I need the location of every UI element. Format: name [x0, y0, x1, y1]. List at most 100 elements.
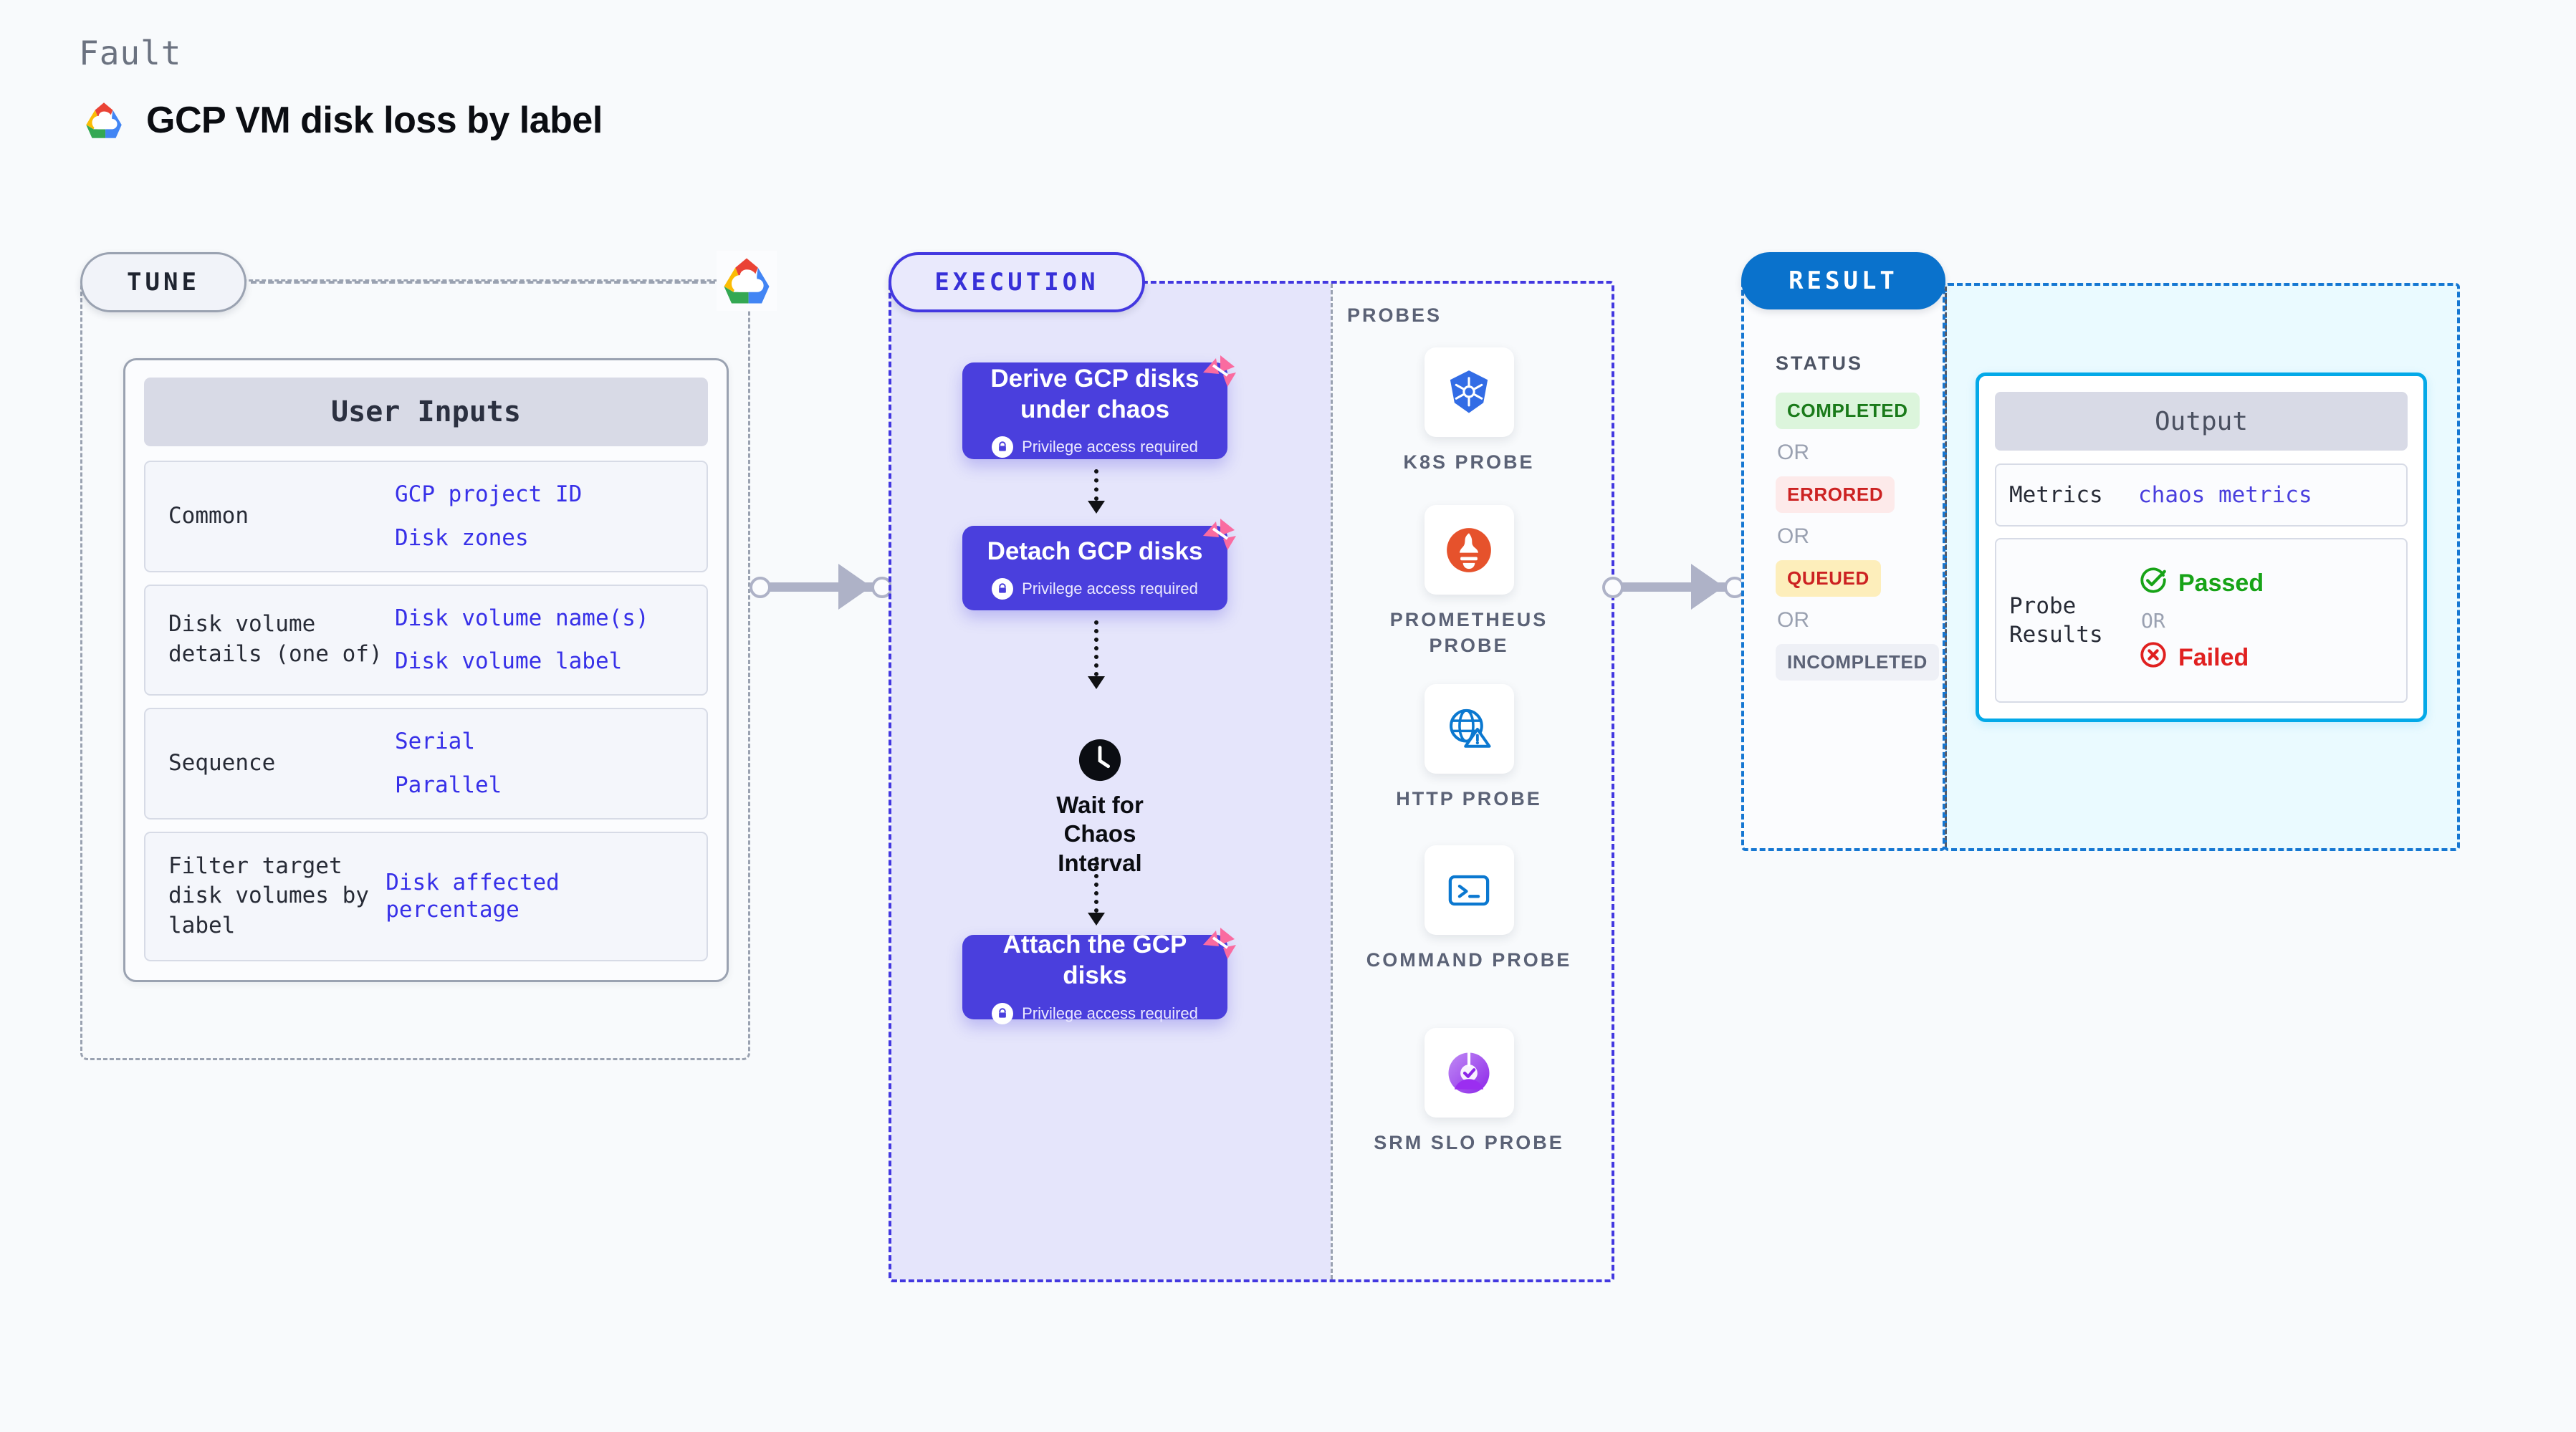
connector-execution-to-result — [1602, 561, 1746, 611]
page-title: GCP VM disk loss by label — [146, 100, 603, 141]
probe-label: HTTP PROBE — [1396, 788, 1542, 809]
probe-result-passed: Passed — [2138, 565, 2264, 602]
execution-step-card[interactable]: Detach GCP disks Privilege access requir… — [962, 519, 1236, 610]
user-input-value[interactable]: GCP project ID — [395, 481, 583, 507]
flow-arrow — [1088, 469, 1105, 514]
kubernetes-icon — [1424, 347, 1514, 437]
status-or-label: OR — [1777, 524, 1809, 548]
user-input-row[interactable]: Filter target disk volumes by label Disk… — [144, 831, 708, 962]
lock-icon — [992, 578, 1014, 600]
output-card: Output Metrics chaos metrics Probe Resul… — [1976, 373, 2427, 723]
status-list: COMPLETED OR ERRORED OR QUEUED OR INCOMP… — [1776, 393, 1940, 681]
execution-step-title: Detach GCP disks — [987, 537, 1203, 565]
status-section-title: STATUS — [1776, 352, 1863, 374]
gcp-logo-icon — [80, 97, 128, 144]
user-input-row[interactable]: Disk volume details (one of) Disk volume… — [144, 584, 708, 696]
user-input-values: GCP project ID Disk zones — [395, 481, 582, 552]
privilege-note: Privilege access required — [992, 436, 1198, 458]
status-or-label: OR — [1777, 608, 1809, 632]
connector-tune-to-execution — [750, 561, 893, 611]
probes-section-title: PROBES — [1347, 304, 1442, 326]
user-inputs-card: User Inputs Common GCP project ID Disk z… — [123, 358, 729, 983]
user-input-value[interactable]: Serial — [395, 729, 475, 754]
user-input-value[interactable]: Disk affected percentage — [386, 869, 560, 923]
wait-node-label: Wait for Chaos Interval — [1056, 792, 1144, 876]
chaos-badge-icon — [1199, 923, 1239, 964]
user-input-label: Filter target disk volumes by label — [168, 852, 369, 939]
user-input-label: Common — [168, 502, 249, 529]
status-badge: ERRORED — [1776, 476, 1895, 513]
result-status-divider — [1945, 287, 1947, 847]
user-inputs-title: User Inputs — [144, 378, 708, 446]
execution-step-card[interactable]: Attach the GCP disks Privilege access re… — [962, 928, 1236, 1024]
user-input-values: Disk volume name(s) Disk volume label — [395, 605, 649, 676]
execution-panel-boundary — [889, 281, 1614, 1282]
lock-icon — [992, 1002, 1014, 1024]
probe-label: PROMETHEUS PROBE — [1389, 609, 1548, 656]
probe-item-prometheus[interactable]: PROMETHEUS PROBE — [1351, 505, 1587, 658]
privilege-note: Privilege access required — [992, 578, 1198, 600]
probe-item-srm-slo[interactable]: SRM SLO PROBE — [1351, 1028, 1587, 1156]
status-badge: QUEUED — [1776, 560, 1881, 597]
prometheus-icon — [1424, 505, 1514, 595]
output-metrics-row[interactable]: Metrics chaos metrics — [1995, 463, 2408, 527]
status-badge: INCOMPLETED — [1776, 644, 1939, 681]
probe-item-command[interactable]: COMMAND PROBE — [1351, 845, 1587, 974]
user-input-row[interactable]: Common GCP project ID Disk zones — [144, 461, 708, 572]
output-probe-results-label: Probe Results — [2009, 593, 2103, 648]
user-input-row[interactable]: Sequence Serial Parallel — [144, 708, 708, 820]
execution-step-title: Attach the GCP disks — [1002, 931, 1187, 989]
user-input-value[interactable]: Disk volume label — [395, 648, 623, 675]
chaos-badge-icon — [1199, 514, 1239, 554]
gcp-logo-icon — [717, 251, 777, 311]
privilege-note-text: Privilege access required — [1022, 580, 1198, 598]
probe-result-or-label: OR — [2141, 608, 2165, 633]
clock-icon — [1078, 738, 1122, 782]
check-circle-icon — [2138, 565, 2168, 602]
user-input-values: Disk affected percentage — [386, 869, 694, 925]
user-input-value[interactable]: Parallel — [395, 772, 502, 798]
probe-result-options: Passed OR Failed — [2138, 565, 2264, 676]
output-metrics-label: Metrics — [2009, 482, 2103, 508]
user-input-label: Sequence — [168, 749, 276, 776]
execution-pill[interactable]: EXECUTION — [889, 252, 1145, 312]
probe-failed-label: Failed — [2178, 643, 2249, 671]
privilege-note: Privilege access required — [992, 1002, 1198, 1024]
user-input-value[interactable]: Disk zones — [395, 524, 529, 551]
lock-icon — [992, 436, 1014, 458]
page-eyebrow: Fault — [79, 34, 182, 72]
status-badge: COMPLETED — [1776, 393, 1920, 429]
result-pill[interactable]: RESULT — [1741, 252, 1945, 309]
wait-for-chaos-node: Wait for Chaos Interval — [1043, 738, 1157, 878]
probe-label: SRM SLO PROBE — [1374, 1132, 1564, 1153]
flow-arrow — [1088, 857, 1105, 926]
srm-slo-icon — [1424, 1028, 1514, 1118]
output-title: Output — [1995, 392, 2408, 451]
tune-panel-boundary — [80, 279, 750, 1060]
tune-logo-connector — [251, 281, 724, 284]
globe-warning-icon — [1424, 684, 1514, 774]
user-input-label: Disk volume details (one of) — [168, 611, 383, 668]
probe-item-http[interactable]: HTTP PROBE — [1351, 684, 1587, 812]
page-title-row: GCP VM disk loss by label — [80, 97, 603, 144]
execution-step-card[interactable]: Derive GCP disks under chaos Privilege a… — [962, 355, 1236, 459]
user-input-value[interactable]: Disk volume name(s) — [395, 605, 649, 631]
probe-label: K8S PROBE — [1403, 451, 1535, 473]
probe-passed-label: Passed — [2178, 569, 2264, 597]
probe-result-failed: Failed — [2138, 640, 2264, 676]
probe-label: COMMAND PROBE — [1366, 949, 1572, 971]
output-metrics-value[interactable]: chaos metrics — [2138, 482, 2312, 509]
probe-item-k8s[interactable]: K8S PROBE — [1351, 347, 1587, 476]
privilege-note-text: Privilege access required — [1022, 1004, 1198, 1022]
chaos-badge-icon — [1199, 351, 1239, 391]
probes-divider — [1331, 284, 1333, 1279]
status-or-label: OR — [1777, 441, 1809, 464]
flow-arrow — [1088, 620, 1105, 689]
privilege-note-text: Privilege access required — [1022, 438, 1198, 456]
tune-pill[interactable]: TUNE — [80, 252, 246, 312]
output-probe-results-row: Probe Results Passed OR — [1995, 538, 2408, 703]
execution-step-title: Derive GCP disks under chaos — [990, 364, 1200, 423]
user-input-values: Serial Parallel — [395, 728, 502, 799]
x-circle-icon — [2138, 640, 2168, 676]
